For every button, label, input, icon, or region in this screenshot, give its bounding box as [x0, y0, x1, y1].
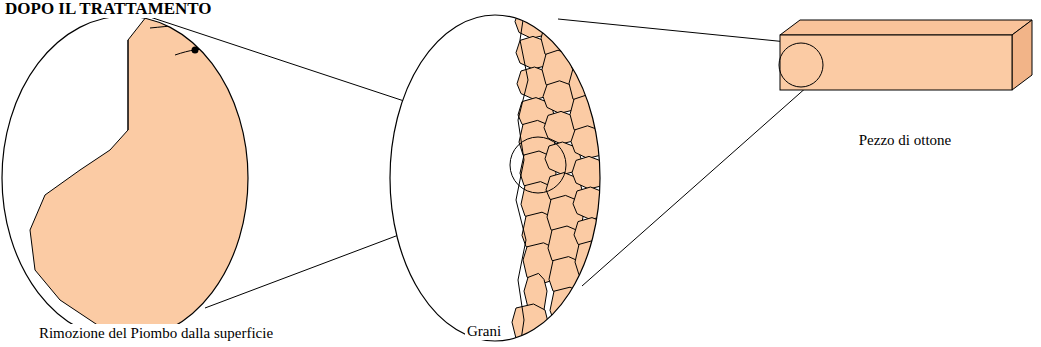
- surface-edge: [516, 0, 528, 347]
- part-label: Grani: [465, 322, 503, 340]
- grain: [573, 187, 609, 220]
- grain: [515, 6, 551, 39]
- part-label: Rimozione del Piombo dalla superficie: [37, 324, 275, 342]
- grain: [551, 318, 587, 347]
- grain: [577, 302, 613, 342]
- grain-closeup: [2, 10, 256, 340]
- grain: [572, 156, 608, 189]
- grain: [575, 240, 611, 280]
- grain: [576, 271, 612, 311]
- grain: [512, 304, 548, 344]
- grain: [568, 34, 604, 74]
- grains-view: [390, 0, 613, 347]
- grain: [550, 287, 586, 327]
- zoom-line: [582, 86, 808, 286]
- brass-block: [779, 20, 1032, 90]
- grain: [571, 126, 607, 159]
- part-label: Pezzo di ottone: [857, 131, 953, 149]
- grain: [580, 3, 603, 43]
- zoom-line: [558, 19, 797, 43]
- heading: DOPO IL TRATTAMENTO: [3, 0, 214, 18]
